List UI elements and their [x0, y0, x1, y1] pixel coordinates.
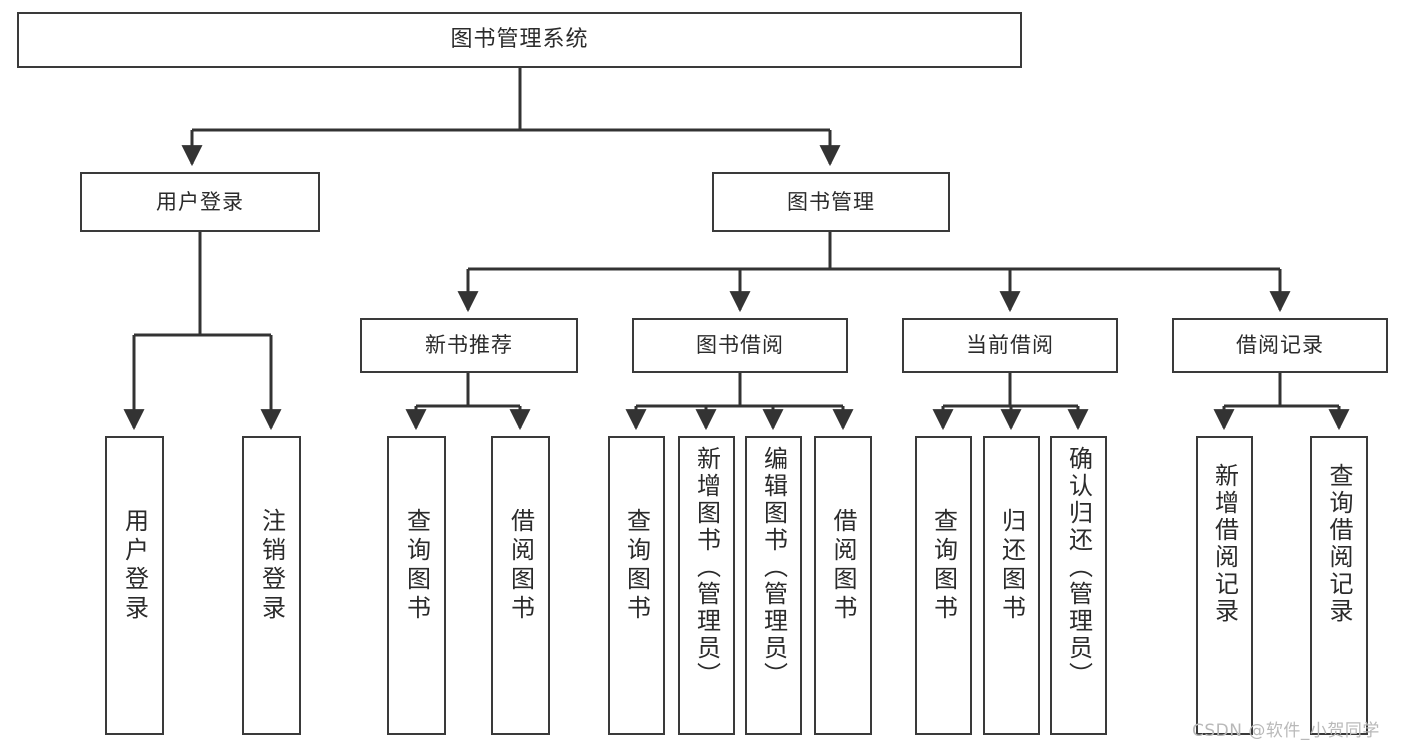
leaf-edit-book[interactable]: 编辑图书（管理员） [745, 436, 802, 735]
leaf-user-login[interactable]: 用户登录 [105, 436, 164, 735]
leaf-borrow-book-2-label: 借阅图书 [829, 508, 857, 624]
leaf-borrow-book-1[interactable]: 借阅图书 [491, 436, 550, 735]
leaf-logout-login-label: 注销登录 [257, 508, 286, 624]
leaf-return-book[interactable]: 归还图书 [983, 436, 1040, 735]
leaf-add-record-label: 新增借阅记录 [1210, 463, 1239, 625]
watermark: CSDN @软件_小贺同学 [1192, 721, 1380, 741]
leaf-query-record[interactable]: 查询借阅记录 [1310, 436, 1368, 735]
leaf-query-book-3-label: 查询图书 [929, 508, 958, 624]
node-root[interactable]: 图书管理系统 [17, 12, 1022, 68]
leaf-add-record[interactable]: 新增借阅记录 [1196, 436, 1253, 735]
leaf-query-book-2-label: 查询图书 [622, 508, 651, 624]
leaf-logout-login[interactable]: 注销登录 [242, 436, 301, 735]
node-current-borrow-label: 当前借阅 [966, 333, 1054, 358]
node-book-borrow[interactable]: 图书借阅 [632, 318, 848, 373]
leaf-confirm-return-label: 确认归还（管理员） [1064, 446, 1093, 689]
node-new-book-rec[interactable]: 新书推荐 [360, 318, 578, 373]
node-user-login-label: 用户登录 [156, 189, 244, 214]
leaf-query-book-1[interactable]: 查询图书 [387, 436, 446, 735]
node-new-book-rec-label: 新书推荐 [425, 333, 513, 358]
node-book-manage-label: 图书管理 [787, 189, 875, 214]
leaf-borrow-book-1-label: 借阅图书 [506, 508, 535, 624]
leaf-borrow-book-2[interactable]: 借阅图书 [814, 436, 872, 735]
node-book-borrow-label: 图书借阅 [696, 333, 784, 358]
node-borrow-record-label: 借阅记录 [1236, 333, 1324, 358]
leaf-query-book-1-label: 查询图书 [402, 508, 431, 624]
leaf-edit-book-label: 编辑图书（管理员） [759, 446, 788, 689]
leaf-return-book-label: 归还图书 [997, 508, 1026, 624]
leaf-query-record-label: 查询借阅记录 [1325, 463, 1353, 625]
node-user-login[interactable]: 用户登录 [80, 172, 320, 232]
node-borrow-record[interactable]: 借阅记录 [1172, 318, 1388, 373]
leaf-confirm-return[interactable]: 确认归还（管理员） [1050, 436, 1107, 735]
leaf-add-book-label: 新增图书（管理员） [692, 446, 721, 689]
node-current-borrow[interactable]: 当前借阅 [902, 318, 1118, 373]
leaf-add-book[interactable]: 新增图书（管理员） [678, 436, 735, 735]
node-root-label: 图书管理系统 [450, 27, 589, 53]
leaf-query-book-2[interactable]: 查询图书 [608, 436, 665, 735]
leaf-user-login-label: 用户登录 [120, 508, 149, 624]
leaf-query-book-3[interactable]: 查询图书 [915, 436, 972, 735]
node-book-manage[interactable]: 图书管理 [712, 172, 950, 232]
